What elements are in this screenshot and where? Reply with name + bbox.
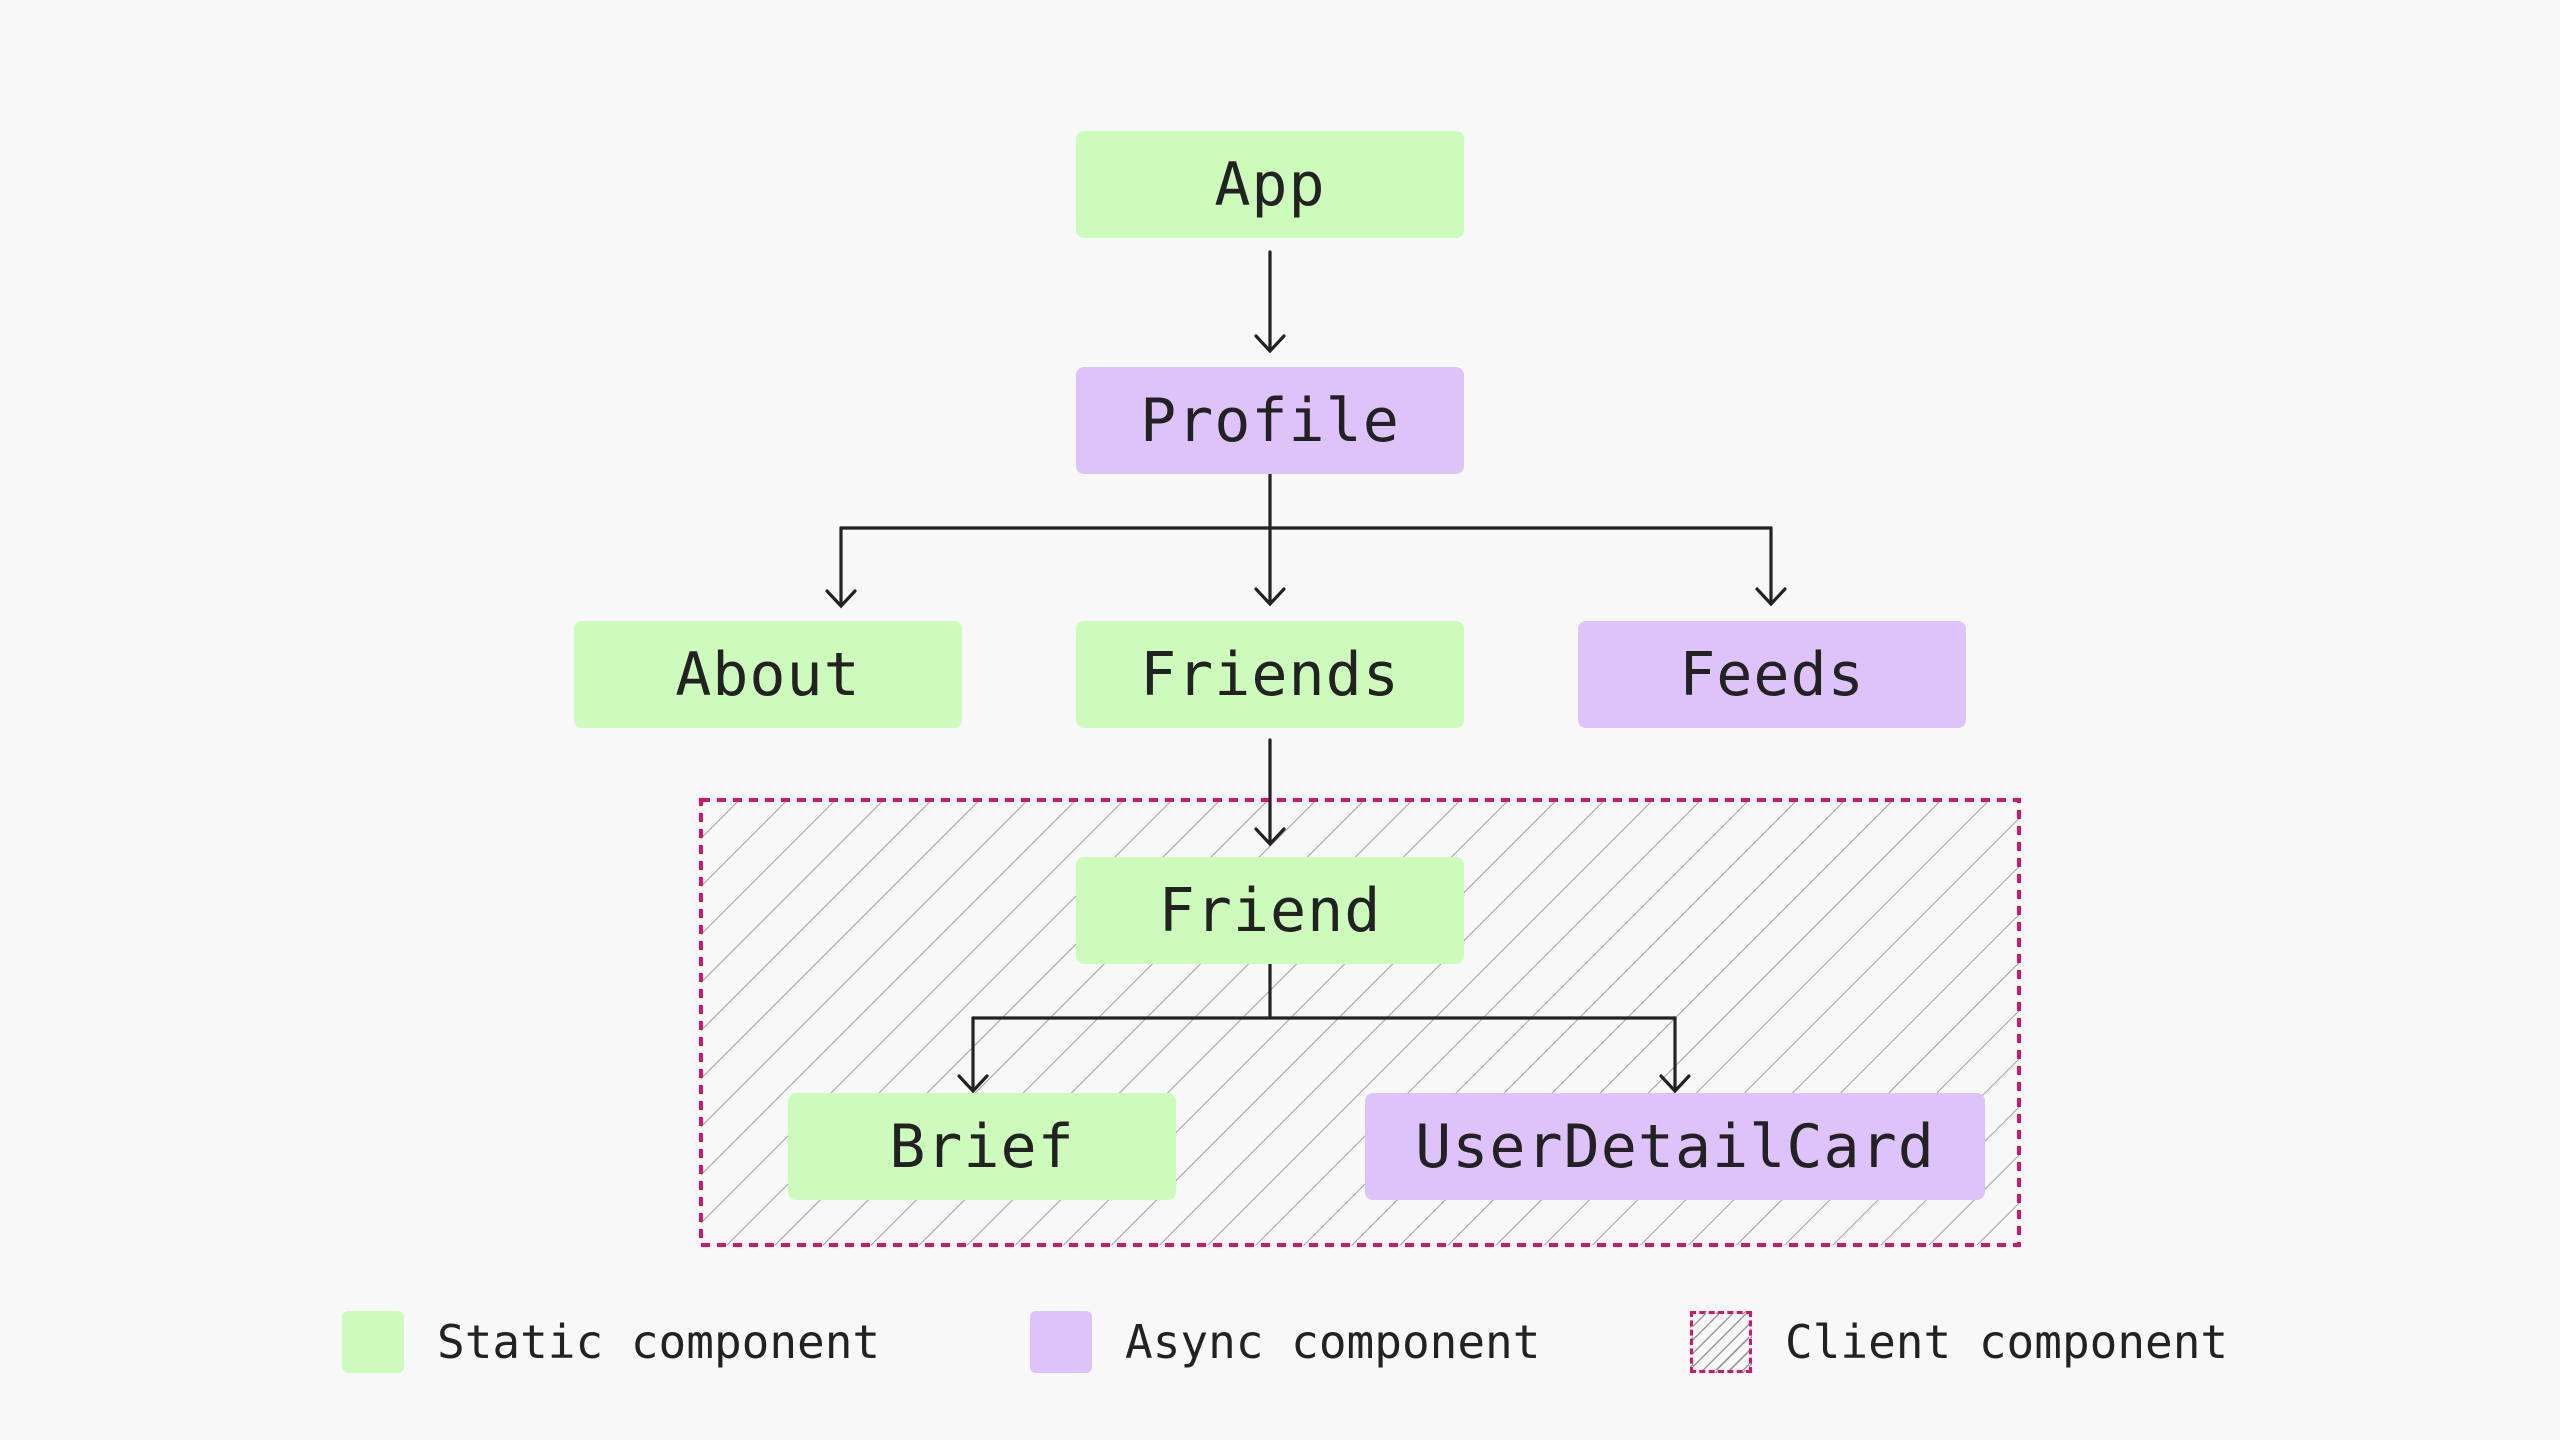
client-boundary-border xyxy=(699,798,2021,1247)
node-friends-label: Friends xyxy=(1140,639,1400,710)
node-profile: Profile xyxy=(1076,367,1464,474)
legend-label-async: Async component xyxy=(1125,1315,1541,1369)
arrowhead-feeds xyxy=(1755,587,1787,607)
node-profile-label: Profile xyxy=(1140,385,1400,456)
node-friend-label: Friend xyxy=(1158,875,1382,946)
node-friend: Friend xyxy=(1076,857,1464,964)
node-userdetailcard-label: UserDetailCard xyxy=(1415,1111,1935,1182)
node-feeds-label: Feeds xyxy=(1679,639,1865,710)
node-app: App xyxy=(1076,131,1464,238)
node-app-label: App xyxy=(1214,149,1326,220)
legend-swatch-client xyxy=(1690,1311,1752,1373)
legend-swatch-async xyxy=(1030,1311,1092,1373)
legend-item-client: Client component xyxy=(1690,1311,2228,1373)
legend-item-static: Static component xyxy=(342,1311,880,1373)
arrowhead-userdetailcard xyxy=(1659,1074,1691,1094)
arrowhead-about xyxy=(825,589,857,609)
arrowhead-brief xyxy=(957,1074,989,1094)
node-feeds: Feeds xyxy=(1578,621,1966,728)
edge-friend-children xyxy=(971,962,1677,1092)
edge-profile-children xyxy=(839,472,1773,607)
node-friends: Friends xyxy=(1076,621,1464,728)
node-about-label: About xyxy=(675,639,861,710)
node-userdetailcard: UserDetailCard xyxy=(1365,1093,1985,1200)
node-brief: Brief xyxy=(788,1093,1176,1200)
node-brief-label: Brief xyxy=(889,1111,1075,1182)
arrowhead-friends xyxy=(1254,587,1286,607)
legend-label-static: Static component xyxy=(437,1315,881,1369)
edge-friends-friend xyxy=(1254,738,1286,847)
legend-item-async: Async component xyxy=(1030,1311,1540,1373)
legend-swatch-static xyxy=(342,1311,404,1373)
legend-label-client: Client component xyxy=(1785,1315,2229,1369)
edge-app-profile xyxy=(1254,250,1286,354)
node-about: About xyxy=(574,621,962,728)
